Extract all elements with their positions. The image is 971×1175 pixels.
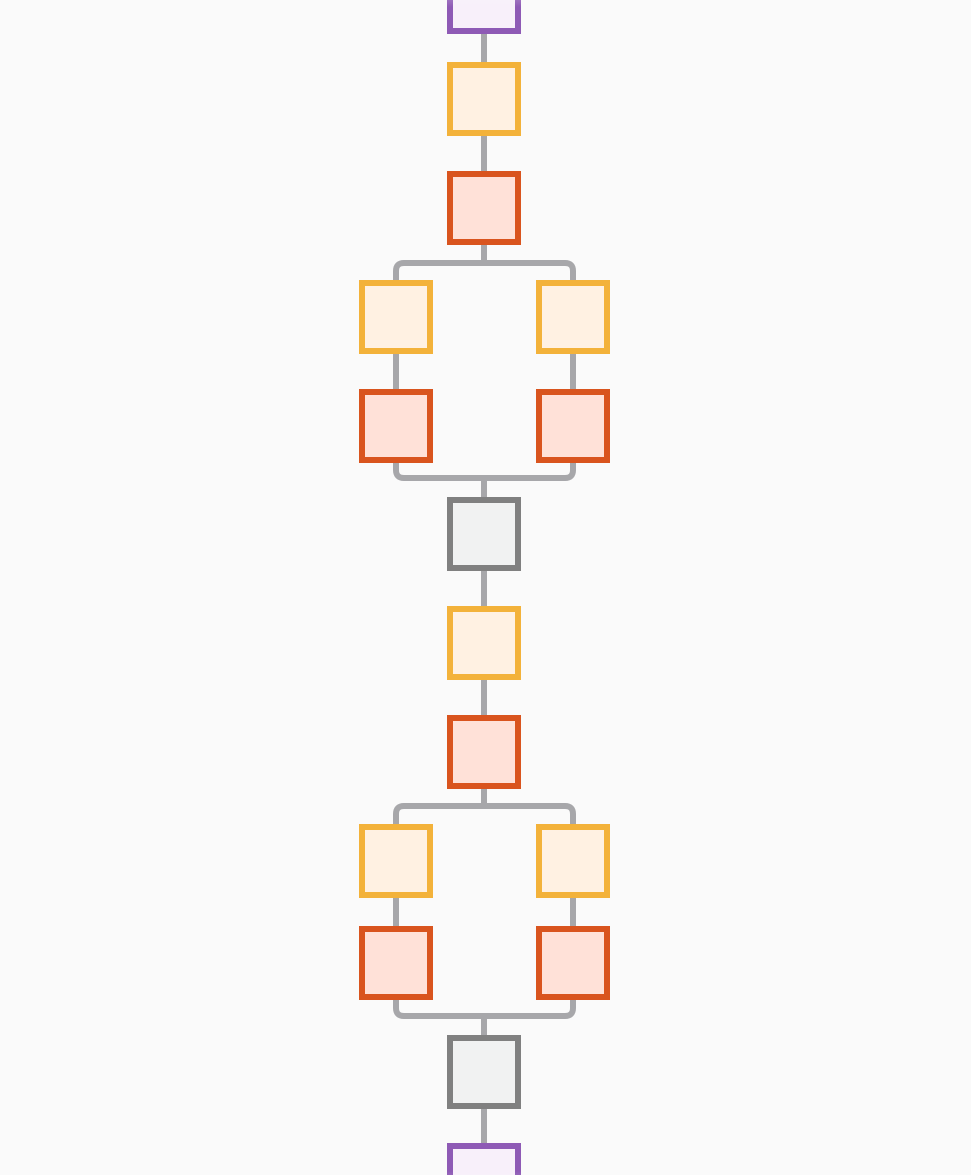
- fade-top: [439, 0, 529, 28]
- fade-overlays: [439, 0, 529, 1175]
- red-node: [447, 715, 521, 789]
- orange-node: [447, 62, 521, 136]
- connectors: [393, 34, 576, 1143]
- gray-node: [447, 497, 521, 571]
- connector-line: [393, 260, 576, 280]
- branch-right-red-node: [536, 926, 610, 1000]
- connector-line: [393, 1000, 576, 1019]
- branch-right-orange-node: [536, 824, 610, 898]
- branch-left-orange-node: [359, 280, 433, 354]
- orange-node: [447, 606, 521, 680]
- fade-bottom: [439, 1149, 529, 1175]
- connector-line: [393, 803, 576, 824]
- gray-node: [447, 1035, 521, 1109]
- branch-left-orange-node: [359, 824, 433, 898]
- branch-right-orange-node: [536, 280, 610, 354]
- branch-left-red-node: [359, 389, 433, 463]
- branch-right-red-node: [536, 389, 610, 463]
- connector-line: [393, 463, 576, 481]
- branch-left-red-node: [359, 926, 433, 1000]
- red-node: [447, 171, 521, 245]
